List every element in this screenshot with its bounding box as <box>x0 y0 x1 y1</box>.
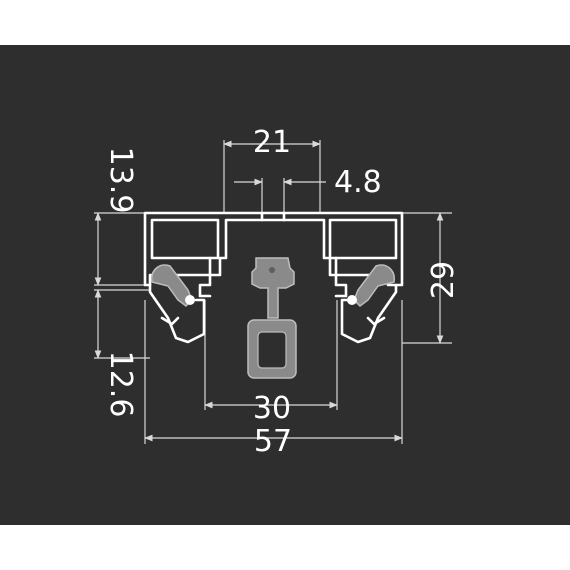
dimension-total-width <box>144 300 403 444</box>
dimension-total-width-label: 57 <box>254 424 292 459</box>
dimension-lower-height <box>94 289 150 359</box>
dimension-lower-height-label: 12.6 <box>103 351 138 418</box>
dimension-slot-width <box>234 178 326 213</box>
dimension-top-width <box>223 140 321 213</box>
dimension-upper-height-label: 13.9 <box>103 147 138 214</box>
dimension-right-height-label: 29 <box>426 261 461 299</box>
center-hanger <box>247 257 297 379</box>
dimension-inner-width-label: 30 <box>253 391 291 426</box>
left-seal-insert <box>151 264 195 307</box>
right-seal-insert <box>347 264 395 307</box>
dimension-right-height <box>402 212 452 344</box>
aluminium-profile <box>143 211 404 344</box>
dimension-upper-height <box>94 212 150 286</box>
dimension-slot-width-label: 4.8 <box>334 165 382 200</box>
dimension-top-width-label: 21 <box>253 125 291 160</box>
